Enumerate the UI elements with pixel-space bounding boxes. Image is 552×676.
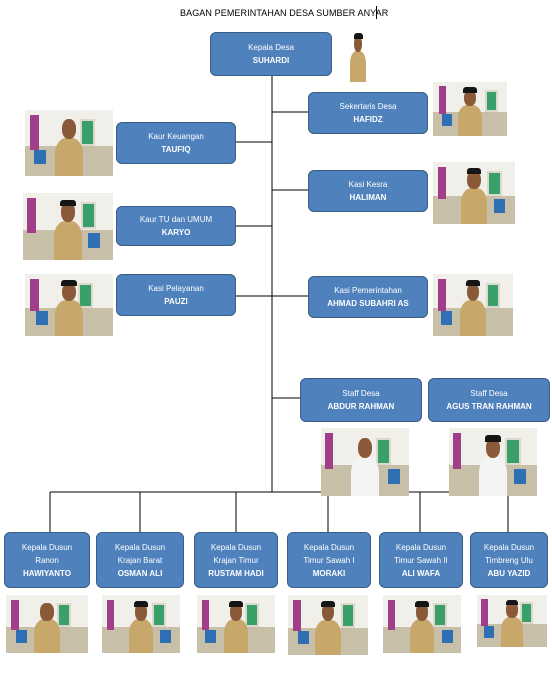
- name-label: HAFIDZ: [353, 115, 383, 124]
- role-label: Kepala Dusun: [483, 542, 535, 552]
- box-kasi-pelayanan: Kasi Pelayanan PAUZI: [116, 274, 236, 316]
- box-staff-desa-2: Staff Desa AGUS TRAN RAHMAN: [428, 378, 550, 422]
- photo-sekertaris-desa: [433, 82, 507, 136]
- area-label: Ranon: [35, 555, 59, 565]
- name-label: SUHARDI: [252, 56, 290, 65]
- photo-kepala-desa: [333, 28, 383, 82]
- box-kaur-keuangan: Kaur Keuangan TAUFIQ: [116, 122, 236, 164]
- role-label: Kasi Pemerintahan: [334, 286, 402, 295]
- photo-staff-desa-2: [449, 428, 537, 496]
- photo-kasi-pemerintahan: [433, 274, 513, 336]
- area-label: Timur Sawah II: [394, 555, 448, 565]
- name-label: AGUS TRAN RAHMAN: [446, 402, 532, 411]
- box-sekertaris-desa: Sekertaris Desa HAFIDZ: [308, 92, 428, 134]
- photo-dusun-krajan-timur: [197, 595, 275, 653]
- name-label: TAUFIQ: [161, 145, 191, 154]
- name-label: HALIMAN: [349, 193, 387, 202]
- role-label: Staff Desa: [470, 389, 508, 398]
- name-label: RUSTAM HADI: [208, 568, 264, 578]
- name-label: PAUZI: [164, 297, 188, 306]
- name-label: HAWIYANTO: [22, 568, 71, 578]
- photo-dusun-ranon: [6, 595, 88, 653]
- photo-dusun-krajan-barat: [102, 595, 180, 653]
- area-label: Timur Sawah I: [303, 555, 355, 565]
- photo-dusun-timur-sawah-ii: [383, 595, 461, 653]
- box-kepala-dusun-timur-sawah-ii: Kepala Dusun Timur Sawah II ALI WAFA: [379, 532, 463, 588]
- box-kasi-kesra: Kasi Kesra HALIMAN: [308, 170, 428, 212]
- box-kaur-tu: Kaur TU dan UMUM KARYO: [116, 206, 236, 246]
- photo-dusun-timbreng-ulu: [477, 595, 547, 647]
- role-label: Kepala Dusun: [210, 542, 262, 552]
- box-staff-desa-1: Staff Desa ABDUR RAHMAN: [300, 378, 422, 422]
- box-kepala-dusun-krajan-timur: Kepala Dusun Krajan Timur RUSTAM HADI: [194, 532, 278, 588]
- area-label: Krajan Barat: [117, 555, 163, 565]
- name-label: ABDUR RAHMAN: [327, 402, 395, 411]
- box-kepala-dusun-krajan-barat: Kepala Dusun Krajan Barat OSMAN ALI: [96, 532, 184, 588]
- role-label: Kepala Desa: [248, 43, 294, 52]
- name-label: KARYO: [161, 228, 191, 237]
- role-label: Kasi Pelayanan: [148, 284, 204, 293]
- text-cursor: [376, 6, 377, 19]
- photo-kaur-tu: [23, 193, 113, 260]
- name-label: MORAKI: [312, 568, 346, 578]
- name-label: ALI WAFA: [401, 568, 441, 578]
- box-kepala-dusun-timbreng-ulu: Kepala Dusun Timbreng Ulu ABU YAZID: [470, 532, 548, 588]
- role-label: Kaur Keuangan: [148, 132, 204, 141]
- role-label: Sekertaris Desa: [339, 102, 397, 111]
- role-label: Kaur TU dan UMUM: [139, 215, 213, 224]
- area-label: Timbreng Ulu: [485, 555, 533, 565]
- photo-kaur-keuangan: [25, 110, 113, 176]
- role-label: Staff Desa: [342, 389, 380, 398]
- role-label: Kepala Dusun: [21, 542, 73, 552]
- photo-staff-desa-1: [321, 428, 409, 496]
- name-label: OSMAN ALI: [117, 568, 163, 578]
- role-label: Kasi Kesra: [348, 180, 388, 189]
- box-kepala-dusun-timur-sawah-i: Kepala Dusun Timur Sawah I MORAKI: [287, 532, 371, 588]
- photo-kasi-kesra: [433, 162, 515, 224]
- box-kasi-pemerintahan: Kasi Pemerintahan AHMAD SUBAHRI AS: [308, 276, 428, 318]
- role-label: Kepala Dusun: [303, 542, 355, 552]
- box-kepala-desa: Kepala Desa SUHARDI: [210, 32, 332, 76]
- chart-title: BAGAN PEMERINTAHAN DESA SUMBER ANYAR: [180, 8, 389, 18]
- area-label: Krajan Timur: [213, 555, 259, 565]
- role-label: Kepala Dusun: [395, 542, 447, 552]
- name-label: AHMAD SUBAHRI AS: [327, 299, 409, 308]
- photo-dusun-timur-sawah-i: [288, 595, 368, 655]
- box-kepala-dusun-ranon: Kepala Dusun Ranon HAWIYANTO: [4, 532, 90, 588]
- photo-kasi-pelayanan: [25, 274, 113, 336]
- role-label: Kepala Dusun: [114, 542, 166, 552]
- name-label: ABU YAZID: [487, 568, 531, 578]
